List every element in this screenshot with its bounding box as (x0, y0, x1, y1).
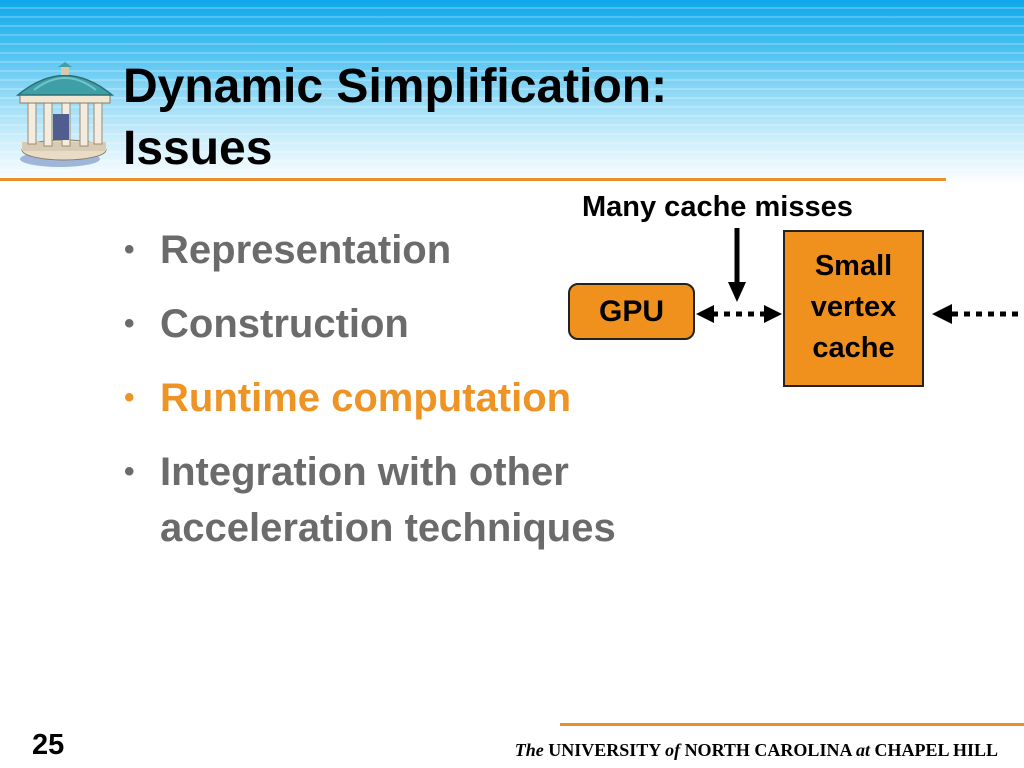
cache-misses-label: Many cache misses (582, 191, 853, 223)
footer-at: at (855, 740, 870, 760)
gpu-box: GPU (568, 283, 695, 340)
university-footer: The UNIVERSITY of NORTH CAROLINA at CHAP… (430, 739, 998, 761)
bullet-representation: • Representation (118, 222, 718, 278)
cache-miss-arrow (728, 228, 746, 302)
footer-university: UNIVERSITY (548, 740, 661, 760)
bullet-construction: • Construction (118, 296, 718, 352)
bullet-integration: • Integration with other acceleration te… (118, 444, 718, 556)
slide-title-line-1: Dynamic Simplification: (123, 60, 668, 113)
cache-label-line-2: vertex (810, 291, 897, 323)
slide-number: 25 (32, 729, 65, 761)
bullet-marker: • (124, 233, 135, 266)
bullet-text-line-2: acceleration techniques (160, 506, 616, 550)
slide-title: Dynamic Simplification: Issues (123, 56, 667, 180)
bullet-runtime-computation: • Runtime computation (118, 370, 718, 426)
gpu-label: GPU (598, 295, 664, 328)
bullet-list: • Representation • Construction • Runtim… (118, 222, 718, 574)
footer-of: of (665, 740, 681, 760)
bullet-text-line-1: Integration with other (160, 450, 569, 494)
bullet-text: Construction (160, 302, 409, 346)
footer-divider (560, 723, 1024, 726)
bullet-marker: • (124, 455, 135, 488)
slide-title-line-2: Issues (123, 122, 273, 175)
title-divider (0, 178, 946, 181)
header-band (0, 0, 1024, 185)
footer-campus: CHAPEL HILL (874, 740, 998, 760)
bullet-marker: • (124, 381, 135, 414)
cache-label-line-1: Small (814, 250, 893, 282)
vertex-cache-box: Small vertex cache (783, 230, 924, 387)
footer-state: NORTH CAROLINA (684, 740, 852, 760)
footer-the: The (514, 740, 544, 760)
cache-label-line-3: cache (812, 332, 895, 364)
old-well-rotunda-icon (15, 62, 115, 167)
bullet-text: Runtime computation (160, 376, 572, 420)
bullet-marker: • (124, 307, 135, 340)
bullet-text: Representation (160, 228, 452, 272)
incoming-arrow (932, 304, 1020, 324)
